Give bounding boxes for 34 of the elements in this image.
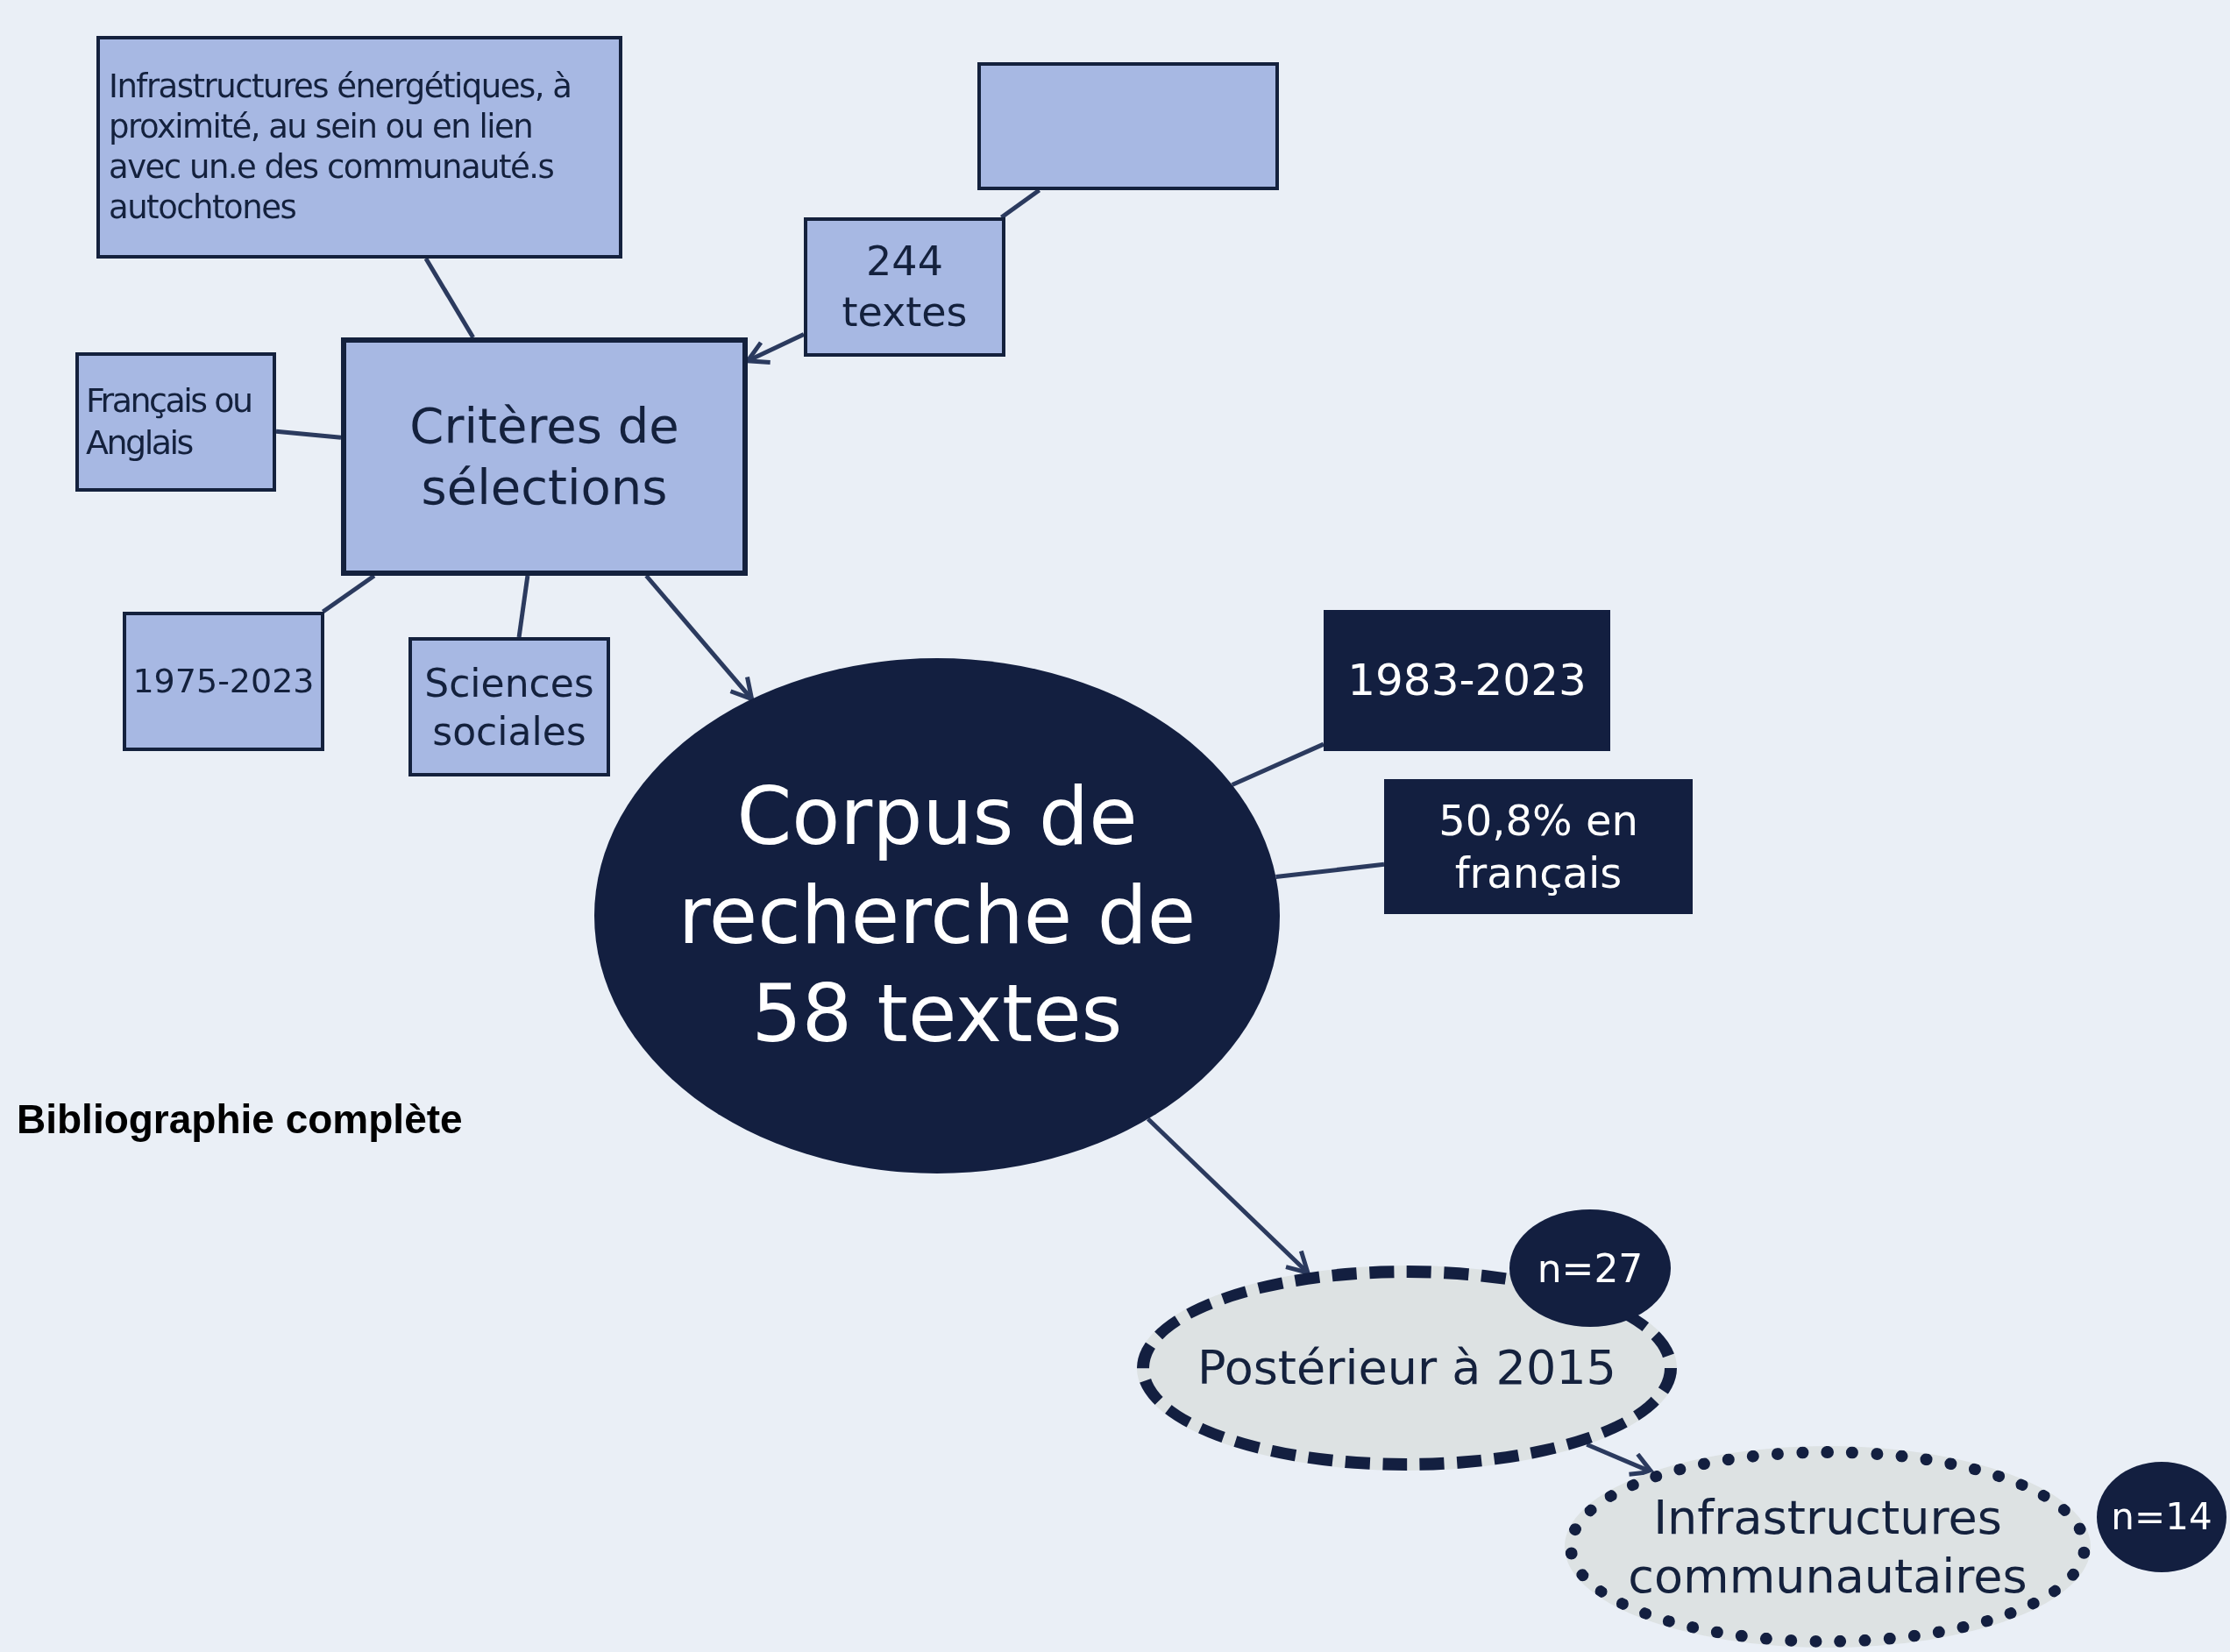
node-label: Infrastructures énergétiques, à proximité, au sein ou en lien avec un.e des communauté.s autochtones (109, 66, 572, 229)
criterion-box (75, 352, 276, 492)
node-label: Critères de sélections (408, 396, 680, 517)
arrow (644, 574, 755, 702)
node-label: 50,8% en français (1438, 795, 1639, 899)
criteria-box (341, 337, 748, 576)
node-label: Sciences sociales (423, 659, 595, 755)
arrow (745, 332, 806, 365)
heading-text: Bibliographie complète (17, 1095, 463, 1143)
connector-line (1231, 741, 1325, 787)
node-label: n=27 (1537, 1244, 1644, 1293)
criterion-box (123, 612, 324, 751)
node-label: 1975-2023 (132, 660, 315, 702)
criterion-box (96, 36, 622, 259)
info-box (1384, 779, 1693, 914)
connector-line (275, 429, 342, 440)
node-label: Corpus de recherche de 58 textes (677, 769, 1197, 1062)
connector-line (423, 257, 475, 339)
node-label: Postérieur à 2015 (1197, 1339, 1616, 1398)
arrow (1146, 1117, 1310, 1275)
criterion-box (408, 637, 610, 776)
node-label: 244 textes (841, 237, 969, 337)
info-box (1324, 610, 1610, 751)
node-label: Infrastructures communautaires (1627, 1488, 2028, 1606)
node-label: 1983-2023 (1347, 654, 1587, 708)
connector-line (321, 573, 376, 614)
connector-line (1275, 861, 1385, 879)
node-label: n=14 (2111, 1493, 2212, 1540)
connector-line (1000, 188, 1041, 220)
node-label: Français ou Anglais (86, 380, 252, 464)
arrow (1586, 1442, 1654, 1477)
connector-line (516, 575, 530, 638)
count-box (804, 217, 1005, 357)
source-box (977, 62, 1279, 190)
